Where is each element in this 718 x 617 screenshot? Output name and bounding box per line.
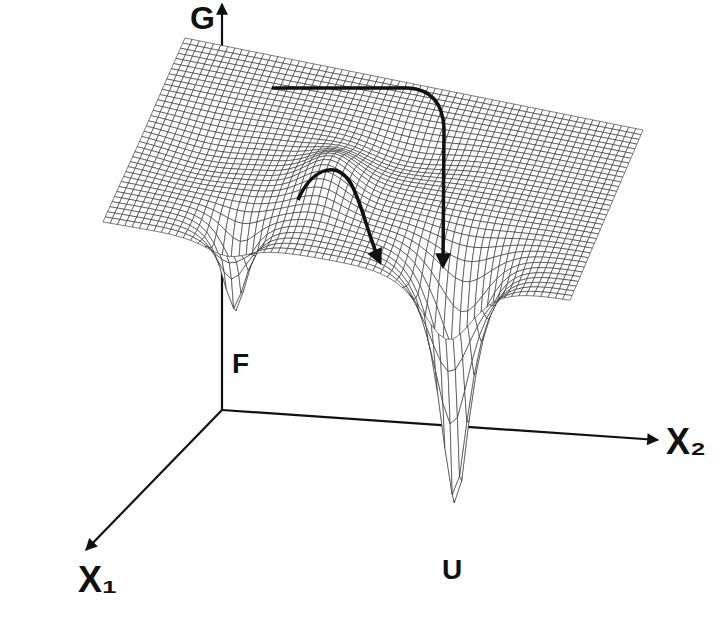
surface-mesh: [103, 38, 643, 502]
x2-axis: [222, 410, 658, 440]
x1-axis: [86, 410, 222, 550]
axes: [86, 4, 658, 550]
